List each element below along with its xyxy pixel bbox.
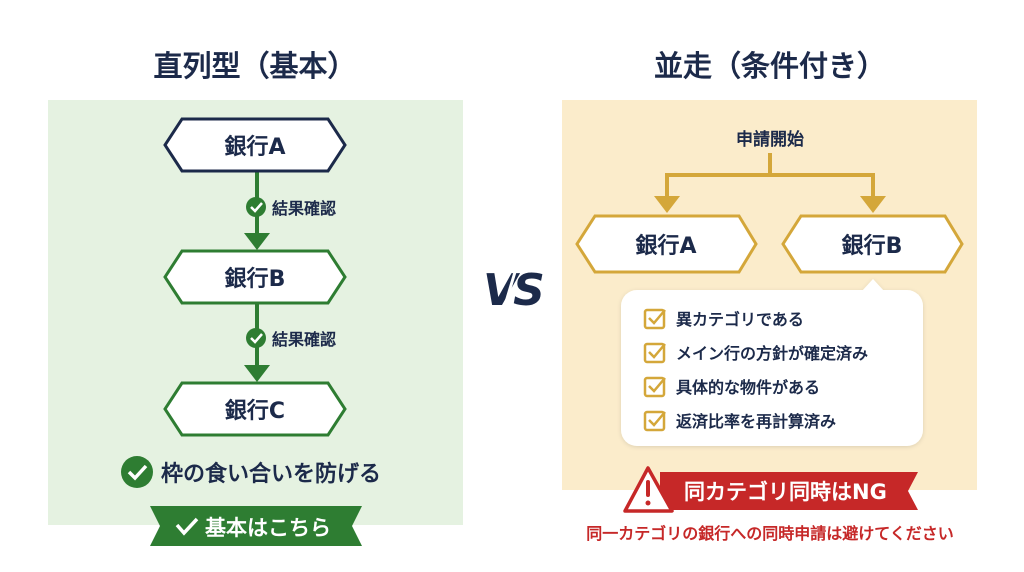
basic-ribbon: 基本はこちら <box>150 506 362 546</box>
svg-text:同カテゴリ同時はNG: 同カテゴリ同時はNG <box>684 480 887 504</box>
svg-text:返済比率を再計算済み: 返済比率を再計算済み <box>676 412 836 431</box>
svg-text:VS: VS <box>483 265 543 316</box>
benefit-line: 枠の食い合いを防げる <box>121 456 381 488</box>
step-label-1: 結果確認 <box>246 197 336 218</box>
start-label: 申請開始 <box>736 129 804 150</box>
condition-item: 異カテゴリである <box>643 308 804 330</box>
svg-text:具体的な物件がある: 具体的な物件がある <box>676 378 820 397</box>
condition-item: 具体的な物件がある <box>643 376 820 398</box>
checkbox-checked-icon <box>643 410 666 432</box>
warning-banner: 同カテゴリ同時はNG <box>623 466 918 513</box>
condition-item: 返済比率を再計算済み <box>643 410 836 432</box>
step-label-2: 結果確認 <box>246 328 336 349</box>
split-connectors <box>654 153 886 213</box>
left-title: 直列型（基本） <box>153 49 356 83</box>
warning-note: 同一カテゴリの銀行への同時申請は避けてください <box>586 524 954 543</box>
svg-text:枠の食い合いを防げる: 枠の食い合いを防げる <box>161 461 381 487</box>
check-circle-icon <box>246 328 266 348</box>
vs-mark: VS <box>483 261 547 323</box>
checkbox-checked-icon <box>643 308 666 330</box>
check-circle-icon <box>246 197 266 217</box>
svg-text:基本はこちら: 基本はこちら <box>205 516 331 540</box>
svg-text:銀行A: 銀行A <box>224 134 285 160</box>
svg-text:結果確認: 結果確認 <box>272 199 336 218</box>
conditions-list: 異カテゴリである メイン行の方針が確定済み 具体的な物件がある 返済比率を再計算… <box>643 308 868 432</box>
check-circle-icon <box>121 456 153 488</box>
checkbox-checked-icon <box>643 342 666 364</box>
svg-text:銀行B: 銀行B <box>842 233 903 259</box>
svg-text:銀行B: 銀行B <box>225 266 286 292</box>
parallel-bank-b: 銀行B <box>781 214 964 274</box>
checkbox-checked-icon <box>643 376 666 398</box>
check-icon <box>175 517 199 536</box>
conditions-callout <box>621 279 923 446</box>
svg-text:結果確認: 結果確認 <box>272 330 336 349</box>
parallel-bank-a: 銀行A <box>575 214 758 274</box>
svg-text:銀行A: 銀行A <box>635 233 696 259</box>
bank-node-b: 銀行B <box>163 249 347 305</box>
condition-item: メイン行の方針が確定済み <box>643 342 868 364</box>
svg-text:異カテゴリである: 異カテゴリである <box>676 310 804 329</box>
right-title: 並走（条件付き） <box>654 49 886 83</box>
bank-node-a: 銀行A <box>163 117 347 173</box>
svg-text:メイン行の方針が確定済み: メイン行の方針が確定済み <box>676 344 868 363</box>
bank-node-c: 銀行C <box>163 381 347 437</box>
svg-text:銀行C: 銀行C <box>225 398 285 424</box>
